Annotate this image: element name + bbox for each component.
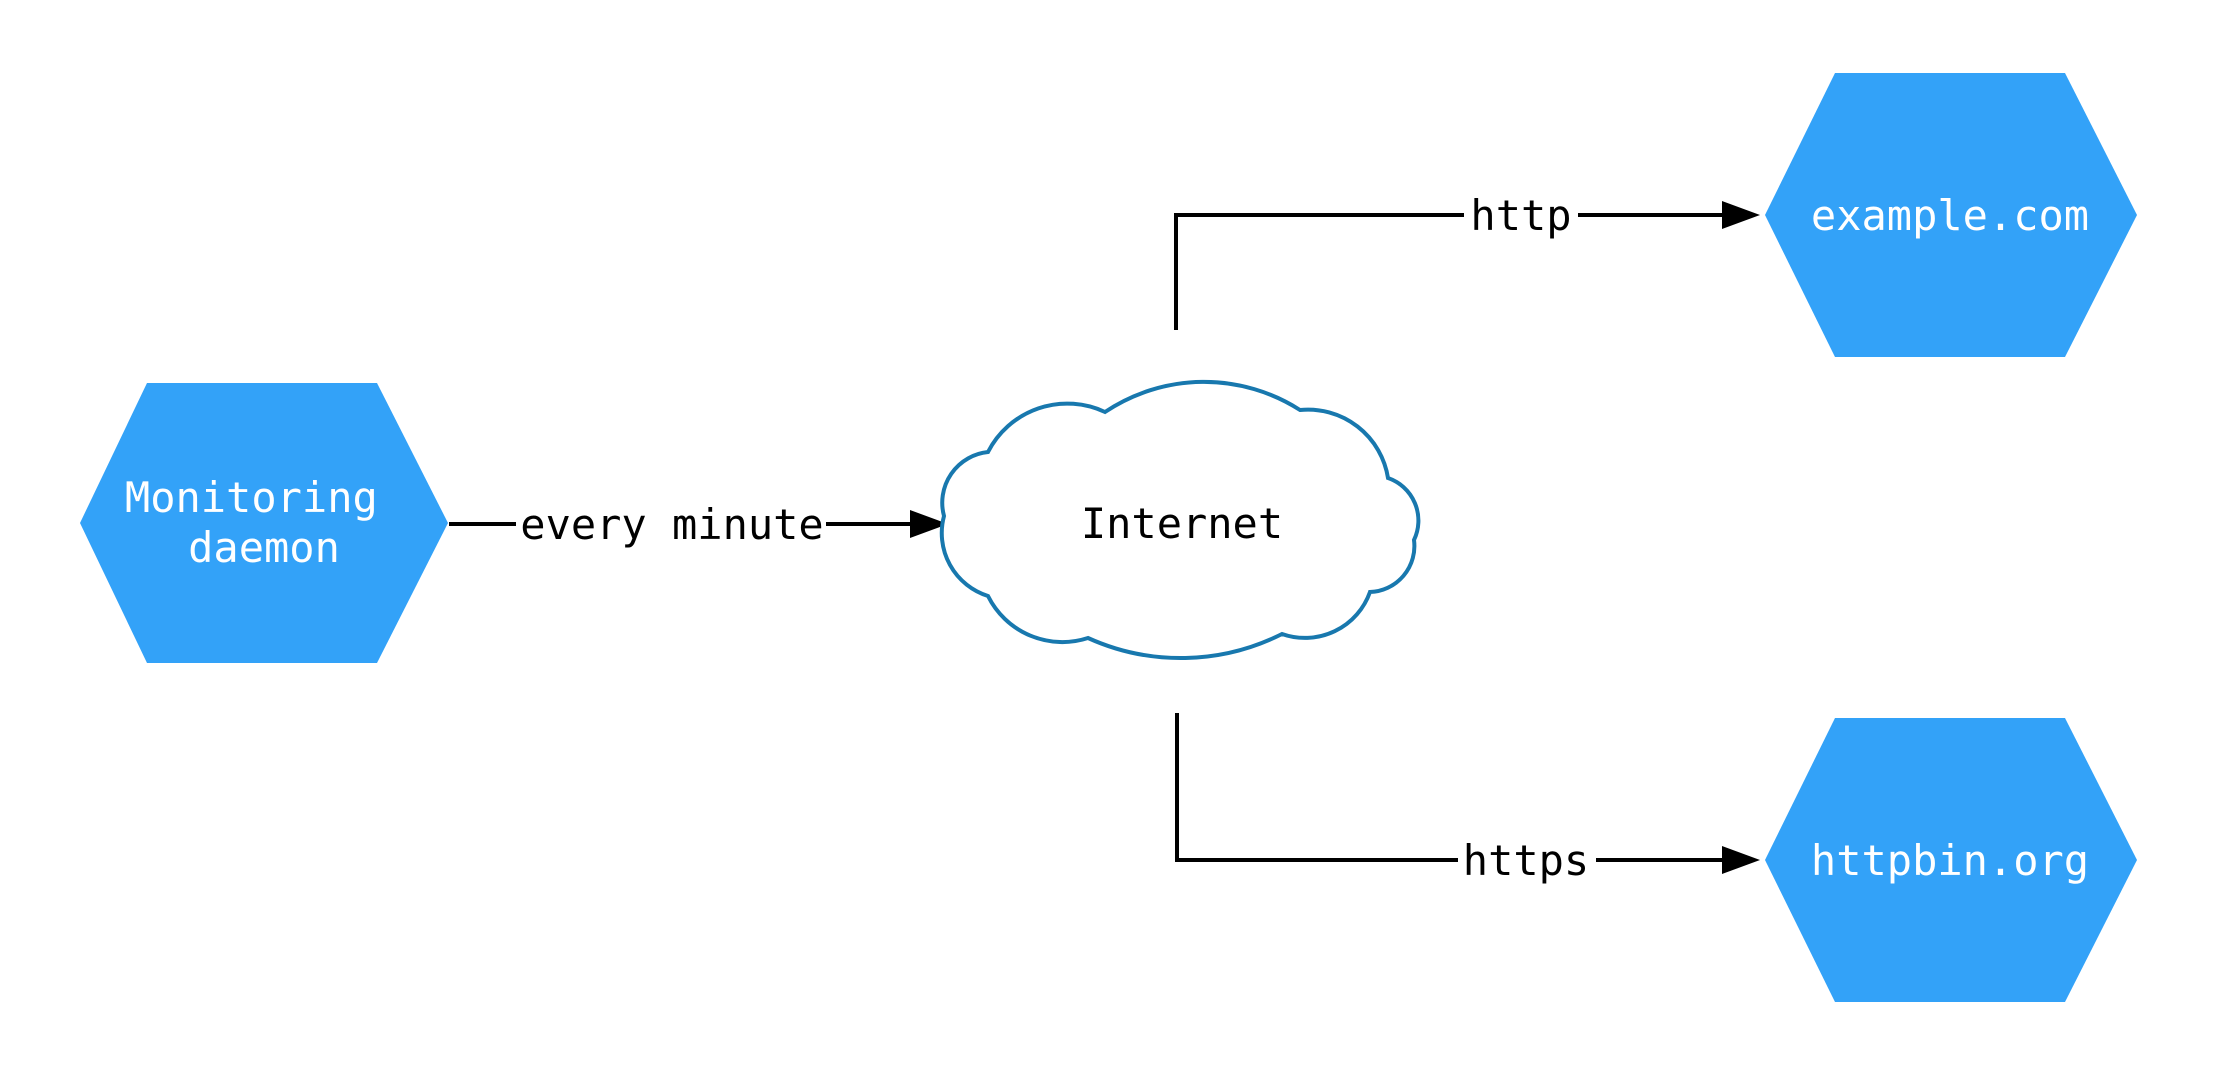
label-every-minute: every minute bbox=[520, 500, 823, 549]
hexagon-monitoring-daemon bbox=[80, 383, 448, 663]
node-httpbin-org: httpbin.org bbox=[1765, 718, 2137, 1002]
node-example-com: example.com bbox=[1765, 73, 2137, 357]
label-httpbin-org: httpbin.org bbox=[1811, 836, 2089, 885]
label-https: https bbox=[1463, 836, 1589, 885]
edge-https-elbow bbox=[1175, 713, 1458, 862]
arrowhead-http bbox=[1722, 201, 1760, 229]
edge-http-elbow bbox=[1174, 213, 1464, 330]
hexagon-httpbin-org bbox=[1765, 718, 2137, 1002]
edge-every-minute: every minute bbox=[449, 500, 948, 549]
edge-https: https bbox=[1175, 713, 1760, 885]
label-monitoring-daemon: Monitoring daemon bbox=[125, 473, 403, 572]
label-example-com: example.com bbox=[1811, 191, 2089, 240]
label-http: http bbox=[1470, 191, 1571, 240]
arrowhead-every-minute bbox=[910, 510, 948, 538]
hexagon-example-com bbox=[1765, 73, 2137, 357]
node-internet: Internet bbox=[939, 379, 1421, 661]
cloud-internet bbox=[939, 379, 1421, 661]
arrowhead-https bbox=[1722, 846, 1760, 874]
edge-http: http bbox=[1174, 191, 1760, 330]
label-internet: Internet bbox=[1081, 499, 1283, 548]
node-monitoring-daemon: Monitoring daemon bbox=[80, 383, 448, 663]
